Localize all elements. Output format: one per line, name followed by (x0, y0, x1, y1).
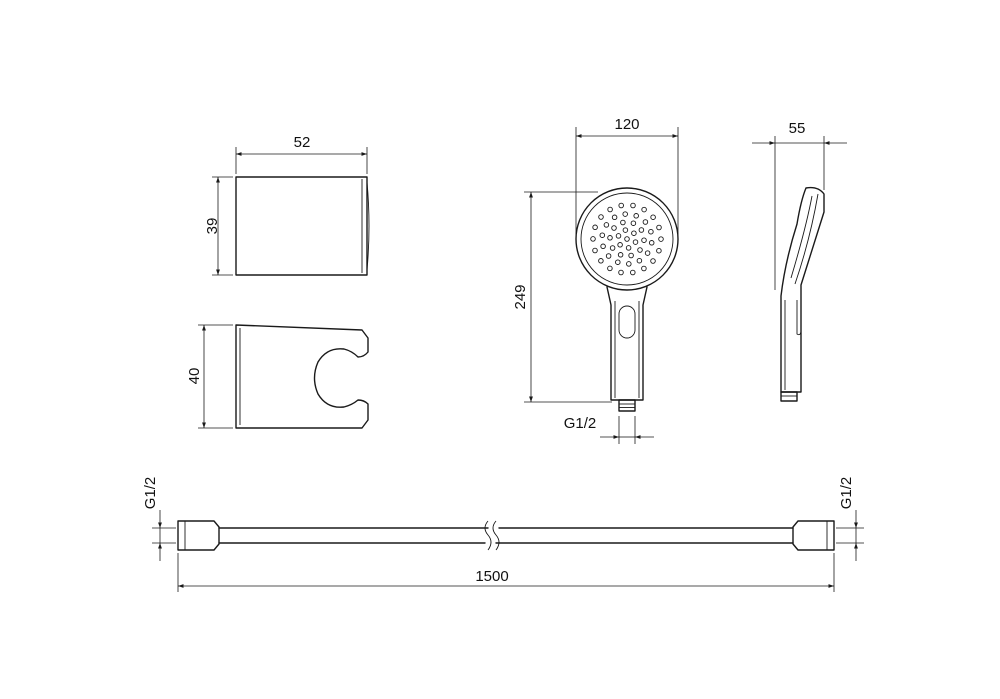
spray-nozzle (632, 239, 639, 245)
spray-nozzle (590, 236, 596, 242)
spray-nozzle (642, 219, 649, 225)
hose-length-label: 1500 (475, 568, 508, 585)
spray-nozzle (641, 237, 647, 243)
spray-nozzle (622, 227, 629, 233)
spray-nozzle (603, 222, 610, 228)
spray-nozzle (638, 227, 645, 233)
spray-nozzle (599, 232, 606, 238)
spray-nozzle (648, 240, 655, 246)
spray-nozzle (607, 235, 613, 241)
spray-nozzle (648, 228, 654, 235)
hose-right-thread-label: G1/2 (838, 477, 855, 510)
spray-nozzle (600, 243, 606, 250)
spray-nozzle (650, 214, 656, 220)
spray-nozzle (609, 245, 616, 251)
spray-nozzle (625, 245, 632, 251)
spray-nozzle (611, 225, 617, 231)
spray-nozzle (641, 265, 647, 272)
hose-left-thread-label: G1/2 (142, 477, 159, 510)
spray-nozzle (628, 252, 634, 259)
spray-nozzle (592, 224, 598, 231)
shower-hose: 1500 G1/2 G1/2 (142, 477, 864, 592)
spray-nozzle (617, 252, 624, 258)
spray-nozzle (637, 247, 643, 253)
spray-nozzle (636, 257, 643, 264)
spray-nozzle (630, 220, 637, 226)
hand-shower-width-label: 120 (614, 116, 639, 133)
hand-shower-depth-label: 55 (789, 120, 806, 137)
hand-shower-thread-label: G1/2 (564, 415, 597, 432)
spray-nozzle (611, 214, 618, 221)
spray-nozzle (618, 202, 624, 209)
spray-nozzle (630, 269, 636, 276)
spray-nozzle (656, 224, 662, 231)
spray-nozzle (630, 202, 636, 209)
spray-nozzle (618, 269, 624, 276)
spray-nozzle (607, 265, 613, 272)
wall-mount-side-view: 40 (186, 324, 369, 429)
spray-nozzle (605, 253, 612, 259)
spray-nozzle (644, 250, 651, 256)
spray-nozzle (624, 236, 630, 242)
wall-mount-front-view: 52 39 (204, 134, 370, 276)
hand-shower-front-view: 120 249 G1/2 (512, 116, 679, 444)
spray-nozzle (658, 236, 664, 242)
spray-nozzle (615, 259, 621, 265)
spray-nozzle (598, 258, 604, 264)
spray-nozzles (590, 202, 664, 276)
hand-shower-side-view: 55 (752, 120, 847, 402)
spray-nozzle (615, 233, 622, 239)
spray-nozzle (598, 214, 604, 220)
hand-shower-height-label: 249 (512, 284, 529, 309)
spray-nozzle (641, 206, 647, 213)
spray-nozzle (650, 258, 656, 264)
spray-nozzle (607, 206, 613, 213)
wall-mount-width-label: 52 (294, 134, 311, 151)
spray-nozzle (656, 247, 662, 254)
spray-nozzle (620, 219, 626, 226)
spray-nozzle (631, 230, 637, 236)
spray-nozzle (592, 247, 598, 254)
wall-mount-side-height-label: 40 (186, 368, 203, 385)
spray-nozzle (633, 213, 639, 219)
spray-nozzle (622, 211, 628, 217)
spray-nozzle (626, 261, 632, 267)
wall-mount-height-label: 39 (204, 218, 221, 235)
spray-nozzle (617, 242, 623, 248)
